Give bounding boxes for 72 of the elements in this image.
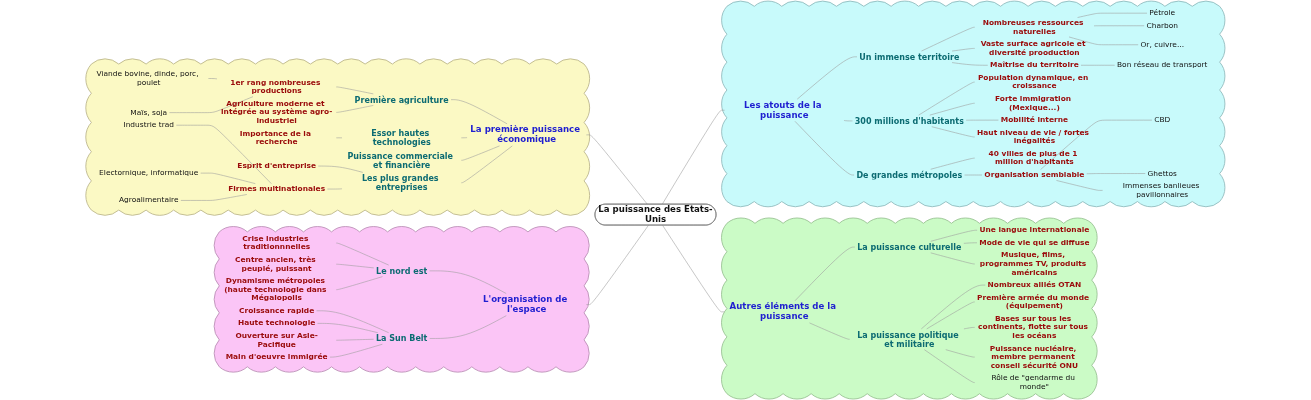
node-text: La puissance politique et militaire	[857, 330, 959, 349]
connector	[317, 323, 379, 333]
node-text: Essor hautes technologies	[371, 128, 431, 147]
connector	[336, 86, 374, 95]
connector	[429, 270, 507, 294]
node-text: Les atouts de la puissance	[744, 99, 822, 120]
node-text: Puissance commerciale et financière	[347, 151, 454, 170]
node-text: Le nord est	[376, 266, 428, 276]
connector	[945, 349, 975, 358]
node-text: Autres éléments de la puissance	[729, 301, 837, 322]
connector	[336, 276, 383, 290]
connector	[796, 56, 858, 100]
connector	[180, 194, 248, 201]
connector	[794, 120, 855, 176]
node-text: La Sun Belt	[375, 333, 428, 344]
node-text: L'organisation de l'espace	[483, 294, 568, 315]
connector	[1086, 173, 1146, 175]
connector	[794, 246, 856, 302]
connector	[930, 229, 978, 242]
connector	[921, 284, 986, 330]
connector	[208, 78, 218, 80]
connector	[921, 26, 975, 52]
connector	[336, 263, 375, 269]
node-text: La première puissance économique	[470, 124, 581, 145]
connector	[929, 103, 975, 116]
connector	[336, 242, 389, 266]
connector	[951, 48, 975, 52]
connector	[963, 242, 978, 244]
connector	[329, 343, 383, 358]
cluster	[213, 226, 590, 373]
node-text: 300 millions d'habitants	[854, 116, 964, 126]
node-text: Première agriculture	[354, 95, 449, 105]
cluster	[721, 217, 1098, 400]
connector	[1093, 25, 1145, 27]
connector	[1040, 119, 1153, 170]
connector	[661, 109, 725, 205]
connector	[963, 327, 975, 330]
connector	[951, 62, 989, 66]
connector	[843, 120, 853, 122]
cluster	[721, 0, 1226, 208]
connector	[336, 137, 343, 139]
connector	[1068, 36, 1139, 46]
cluster	[85, 58, 591, 216]
connector	[169, 96, 254, 113]
node-text: Les plus grandes entreprises	[361, 173, 439, 192]
connector	[336, 338, 374, 341]
connector	[918, 81, 975, 116]
connector	[450, 99, 508, 125]
node-text: La puissance culturelle	[857, 242, 962, 252]
connector	[930, 252, 975, 265]
connector	[1080, 64, 1115, 66]
connector	[926, 301, 975, 330]
connector	[429, 315, 507, 339]
connector	[931, 126, 975, 138]
connector	[924, 349, 975, 383]
node-text: De grandes métropoles	[856, 170, 963, 180]
connector	[1077, 12, 1148, 18]
connector	[930, 157, 975, 170]
connector	[317, 165, 364, 173]
connector	[586, 134, 648, 205]
node-text: Un immense territoire	[859, 52, 960, 62]
connector	[461, 145, 513, 184]
connector	[461, 145, 500, 161]
connector	[461, 137, 468, 139]
connector	[965, 119, 999, 121]
connector	[1056, 180, 1103, 191]
connector	[336, 105, 374, 113]
connector	[316, 310, 389, 333]
connector	[809, 322, 850, 340]
connector	[586, 225, 649, 305]
connector	[200, 172, 256, 184]
connector	[176, 124, 272, 184]
